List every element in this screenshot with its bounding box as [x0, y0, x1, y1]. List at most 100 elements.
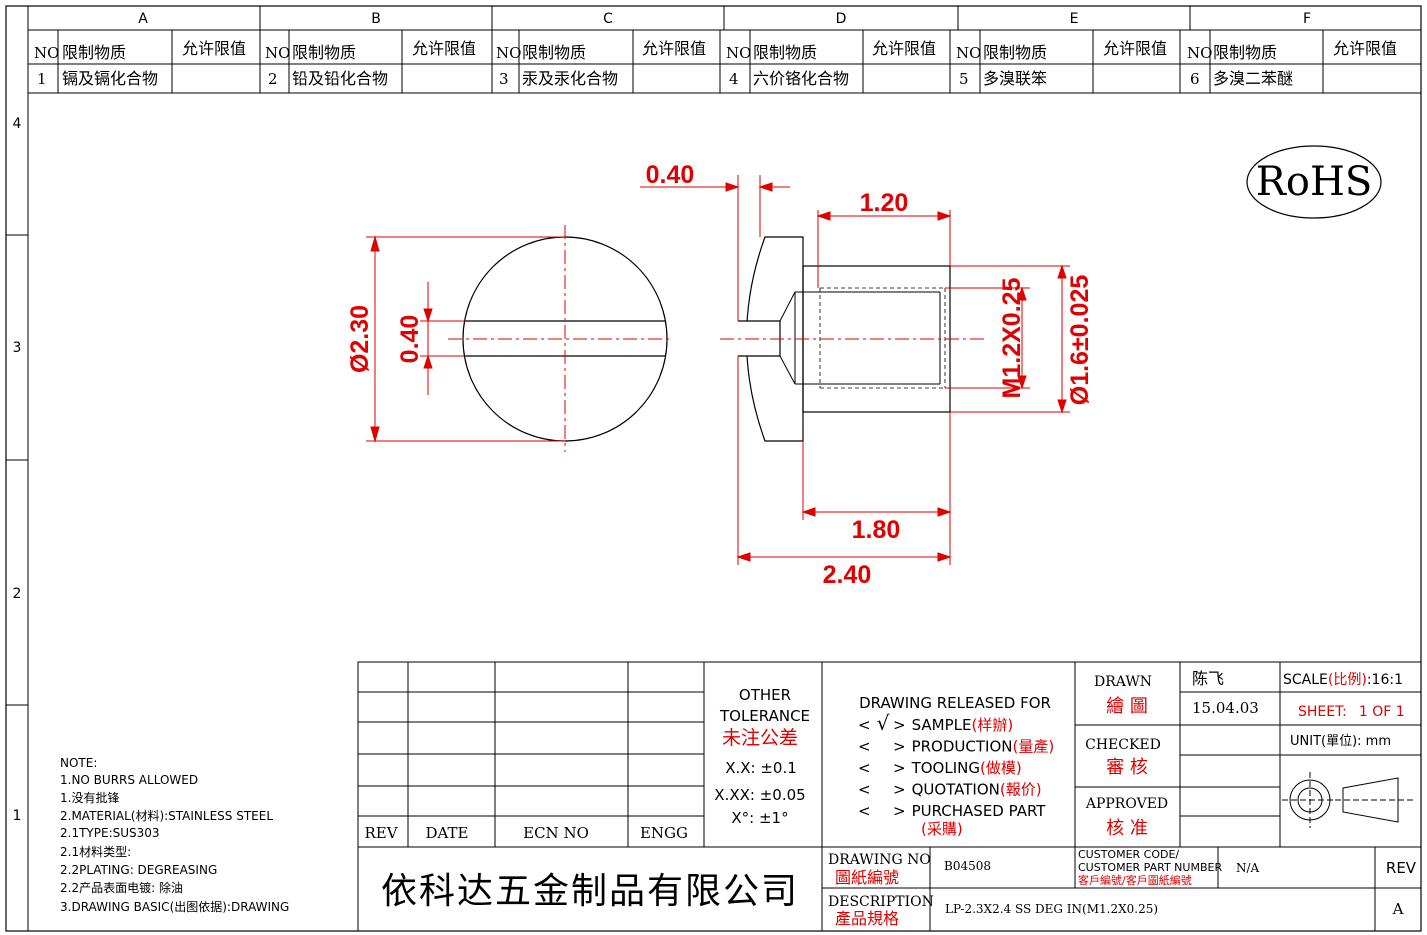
substance-header-no: NO [496, 44, 521, 62]
drawn-date: 15.04.03 [1192, 699, 1259, 717]
substance-header-no: NO [956, 44, 981, 62]
drawing-no-label-cn: 圖紙編號 [835, 868, 899, 887]
engg-header: ENGG [640, 824, 688, 842]
note-line: 2.1材料类型: [60, 845, 131, 859]
rohs-ellipse [1246, 145, 1382, 219]
drawing-no-label: DRAWING NO [828, 852, 931, 868]
date-header: DATE [426, 824, 469, 842]
substance-header-limit: 允许限值 [872, 39, 936, 58]
note-line: 1.NO BURRS ALLOWED [60, 773, 198, 787]
title-block-lines [357, 661, 1422, 932]
rohs-mark: RoHS [1256, 159, 1372, 205]
zone-col-e: E [1070, 11, 1079, 27]
customer-label-cn: 客戶編號/客戶圖紙編號 [1078, 873, 1192, 887]
dim-shank-dia-text: Ø1.6±0.025 [1066, 275, 1094, 406]
checked-label: CHECKED [1085, 737, 1161, 753]
substance-header-name: 限制物质 [62, 43, 126, 62]
head-profile [745, 236, 804, 442]
note-line: 1.没有批锋 [60, 790, 119, 805]
tolerance-xxx: X.XX: ±0.05 [714, 786, 805, 804]
zone-col-a: A [138, 11, 148, 27]
rev-label: REV [1386, 859, 1417, 877]
substance-row-no: 4 [729, 70, 739, 88]
front-view: Ø2.30 0.40 [346, 225, 672, 452]
internal-thread [779, 287, 946, 389]
zone-col-f: F [1303, 11, 1311, 27]
substance-header-limit: 允许限值 [642, 39, 706, 58]
column-zone-dividers [259, 6, 1191, 30]
description-label-cn: 產品規格 [835, 909, 899, 928]
rev-value: A [1392, 900, 1404, 918]
substance-header-limit: 允许限值 [1103, 39, 1167, 58]
substance-header-no: NO [1187, 44, 1212, 62]
dim-head-dia-text: Ø2.30 [346, 305, 374, 373]
substance-header-limit: 允许限值 [412, 39, 476, 58]
substance-row-no: 3 [499, 70, 509, 88]
column-zone-labels: A B C D E F [138, 11, 1311, 27]
dim-slot-depth-text: 0.40 [646, 161, 695, 189]
substance-row-no: 1 [37, 70, 47, 88]
company-name: 依科达五金制品有限公司 [381, 871, 799, 912]
ecn-header: ECN NO [523, 824, 589, 842]
substance-header-no: NO [726, 44, 751, 62]
release-item: <√>SAMPLE(样辦) [858, 711, 1013, 735]
side-view: 0.40 1.20 M1.2X0.25 Ø1.6±0.025 [640, 161, 1094, 589]
substance-row-name: 汞及汞化合物 [522, 69, 618, 88]
note-line: 2.2产品表面电镀: 除油 [60, 880, 183, 895]
dim-shank-length-text: 1.20 [860, 189, 909, 217]
rev-header: REV [364, 824, 398, 842]
description-label: DESCRIPTION [828, 894, 934, 910]
dim-length-180-text: 1.80 [852, 516, 901, 544]
tolerance-xx: X.X: ±0.1 [725, 759, 797, 777]
substance-header-limit: 允许限值 [1333, 39, 1397, 58]
release-item: <>PRODUCTION(量產) [858, 738, 1054, 756]
dim-slot-width [420, 282, 465, 395]
substance-header-name: 限制物质 [292, 43, 356, 62]
substance-row-no: 6 [1190, 70, 1200, 88]
drawing-no-value: B04508 [944, 859, 991, 873]
signoff-block: DRAWN 繪 圖 CHECKED 審 核 APPROVED 核 准 [1085, 674, 1168, 839]
substance-row-name: 多溴二苯醚 [1213, 69, 1293, 88]
dim-slot-depth [640, 175, 790, 321]
substance-row-no: 5 [959, 70, 969, 88]
dim-slot-width-text: 0.40 [396, 315, 424, 364]
release-item: <>TOOLING(做模) [858, 759, 1022, 777]
substance-header-name: 限制物质 [983, 43, 1047, 62]
dim-length-240-text: 2.40 [823, 561, 872, 589]
zone-row-1: 1 [13, 808, 22, 824]
checked-label-cn: 審 核 [1106, 757, 1148, 778]
restricted-substances-table [28, 30, 1421, 94]
notes: NOTE: 1.NO BURRS ALLOWED 1.没有批锋 2.MATERI… [60, 756, 289, 914]
zone-col-b: B [371, 11, 381, 27]
substance-row-name: 铅及铅化合物 [292, 69, 388, 88]
dim-thread [945, 286, 1030, 390]
customer-label-2: CUSTOMER PART NUMBER [1078, 861, 1222, 874]
substance-row-name: 镉及镉化合物 [62, 69, 158, 88]
drawn-label-cn: 繪 圖 [1106, 696, 1148, 717]
substance-header-name: 限制物质 [522, 43, 586, 62]
note-line: NOTE: [60, 756, 97, 770]
tolerance-title-2: TOLERANCE [719, 707, 810, 725]
substance-row-no: 2 [268, 70, 278, 88]
tolerance-block: OTHER TOLERANCE 未注公差 X.X: ±0.1 X.XX: ±0.… [714, 686, 810, 827]
dim-shank-length [816, 210, 952, 288]
zone-row-4: 4 [13, 116, 22, 132]
note-line: 2.MATERIAL(材料):STAINLESS STEEL [60, 809, 273, 823]
release-item: <>PURCHASED PART(采購) [858, 802, 1046, 838]
approved-label: APPROVED [1085, 796, 1168, 812]
tolerance-title-cn: 未注公差 [722, 727, 798, 749]
substance-header-limit: 允许限值 [182, 39, 246, 58]
release-block: DRAWING RELEASED FOR <√>SAMPLE(样辦)<>PROD… [858, 694, 1054, 838]
substance-header-name: 限制物质 [753, 43, 817, 62]
description-value: LP-2.3X2.4 SS DEG IN(M1.2X0.25) [945, 902, 1158, 916]
customer-label-1: CUSTOMER CODE/ [1078, 848, 1179, 861]
note-line: 3.DRAWING BASIC(出图依据):DRAWING [60, 899, 289, 914]
dim-thread-text: M1.2X0.25 [998, 277, 1026, 398]
dim-length-240 [736, 356, 952, 565]
tolerance-angle: X°: ±1° [731, 809, 788, 827]
scale-label: SCALE(比例):16:1 [1283, 672, 1403, 688]
drawn-label: DRAWN [1094, 674, 1152, 690]
dim-shank-dia [950, 264, 1070, 414]
